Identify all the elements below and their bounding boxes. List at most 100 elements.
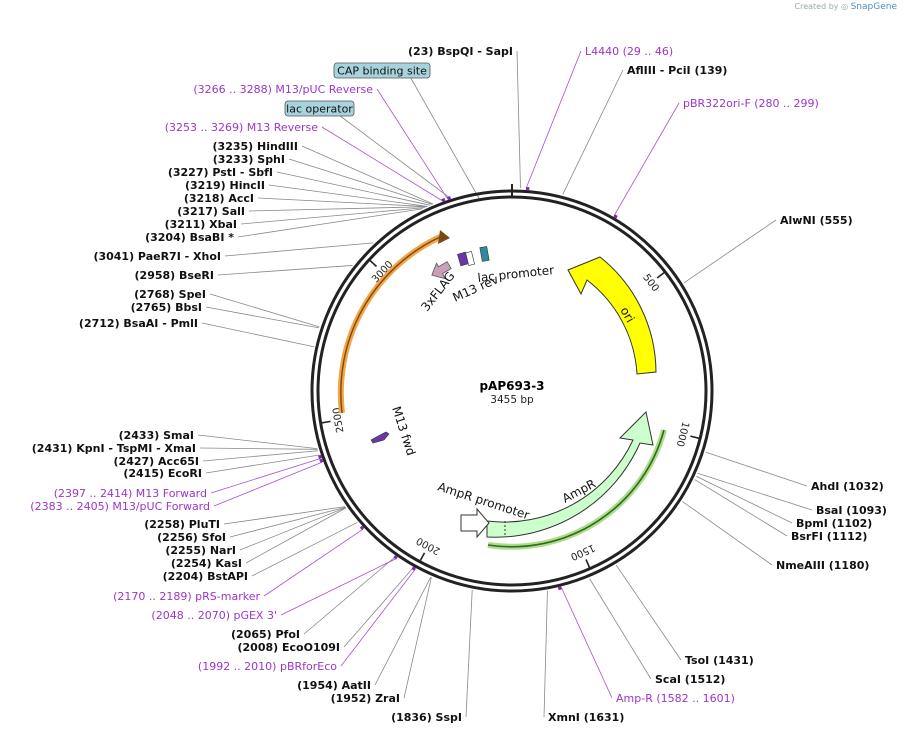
sfoi-leader (229, 506, 346, 538)
credit-brand: SnapGene (850, 2, 897, 12)
enzyme-zrai[interactable]: (1952) ZraI (331, 692, 400, 705)
enzyme-xbai[interactable]: (3211) XbaI (165, 218, 237, 231)
pgex3-leader (280, 557, 398, 616)
enzyme-bsrfi[interactable]: BsrFI (1112) (791, 530, 867, 543)
prs-marker-leader (263, 528, 364, 597)
lac-operator-box[interactable] (284, 100, 355, 117)
scai-leader (589, 578, 652, 680)
ampr-feature[interactable] (486, 410, 654, 538)
enzyme-bsabi[interactable]: (3204) BsaBI * (145, 231, 234, 244)
bsabi-leader (237, 208, 423, 238)
enzyme-acci[interactable]: (3218) AccI (184, 192, 254, 205)
afliii-leader (562, 69, 624, 195)
lac-operator-feature[interactable] (465, 251, 475, 266)
enzyme-pluti[interactable]: (2258) PluTI (144, 518, 220, 531)
smai-leader (197, 434, 318, 450)
enzyme-kasi[interactable]: (2254) KasI (171, 557, 242, 570)
enzyme-sspi[interactable]: (1836) SspI (391, 711, 462, 724)
tick-line (585, 559, 591, 569)
enzyme-afliii[interactable]: AflIII - PciI (139) (627, 64, 727, 77)
tsoi-leader (615, 564, 682, 661)
primer-prs-marker[interactable]: (2170 .. 2189) pRS-marker (113, 590, 260, 603)
enzyme-pfoi[interactable]: (2065) PfoI (231, 628, 300, 641)
enzyme-bbsi[interactable]: (2765) BbsI (131, 301, 202, 314)
primer-m13-fwd[interactable]: (2397 .. 2414) M13 Forward (54, 487, 207, 500)
primer-pbrforeco[interactable]: (1992 .. 2010) pBRforEco (198, 660, 337, 673)
tick-label: 2000 (415, 534, 443, 556)
enzyme-ahdi[interactable]: AhdI (1032) (811, 480, 884, 493)
enzyme-bpmi[interactable]: BpmI (1102) (796, 517, 872, 530)
bstapi-leader (251, 522, 358, 577)
spei-leader (209, 293, 320, 328)
enzyme-sfoi[interactable]: (2256) SfoI (157, 531, 226, 544)
enzyme-alwni[interactable]: AlwNI (555) (780, 214, 853, 227)
ampr-promoter-feature[interactable] (460, 507, 490, 539)
lac-operator-label: lac operator (286, 103, 353, 116)
bsrfi-leader (694, 479, 788, 537)
enzyme-hindiii[interactable]: (3235) HindIII (213, 140, 298, 153)
enzyme-bspqi[interactable]: (23) BspQI - SapI (408, 45, 513, 58)
enzyme-sali[interactable]: (3217) SalI (177, 205, 245, 218)
m13-fwd-label: M13 fwd (389, 405, 418, 458)
primer-l4440[interactable]: L4440 (29 .. 46) (585, 45, 673, 58)
amp-r-leader (561, 587, 613, 699)
primer-pgex3[interactable]: (2048 .. 2070) pGEX 3' (151, 609, 277, 622)
tick-label: 1500 (569, 542, 597, 562)
enzyme-psti[interactable]: (3227) PstI - SbfI (168, 166, 273, 179)
enzyme-pmli[interactable]: (2712) BsaAI - PmlI (79, 317, 198, 330)
ampr-track (487, 429, 665, 548)
enzyme-hincii[interactable]: (3219) HincII (185, 179, 265, 192)
enzyme-aatii[interactable]: (1954) AatII (297, 679, 371, 692)
enzyme-kpni[interactable]: (2431) KpnI - TspMI - XmaI (32, 442, 196, 455)
primer-mark-m13-rev (441, 197, 446, 202)
enzyme-spei[interactable]: (2768) SpeI (134, 288, 206, 301)
primer-amp-r[interactable]: Amp-R (1582 .. 1601) (616, 692, 735, 705)
enzyme-nari[interactable]: (2255) NarI (165, 544, 236, 557)
primer-mark-m13-fwd (318, 454, 322, 459)
bspqi-leader (516, 50, 521, 189)
enzyme-ecori[interactable]: (2415) EcoRI (123, 467, 202, 480)
acc65i-leader (202, 450, 319, 462)
primer-m13puc-rev[interactable]: (3266 .. 3288) M13/pUC Reverse (193, 83, 373, 96)
enzyme-xmni[interactable]: XmnI (1631) (548, 711, 624, 724)
snapgene-logo-icon: ◎ (841, 2, 849, 11)
enzyme-nmeaiii[interactable]: NmeAIII (1180) (776, 559, 869, 572)
ecoo109i-leader (343, 567, 414, 648)
bseri-leader (217, 265, 353, 276)
cap-site-label: CAP binding site (337, 65, 427, 78)
pbr322ori-leader (613, 102, 680, 216)
ampr-promoter-label: AmpR promoter (436, 480, 531, 523)
enzyme-bseri[interactable]: (2958) BseRI (135, 269, 214, 282)
enzyme-xhoi[interactable]: (3041) PaeR7I - XhoI (93, 250, 221, 263)
xmni-leader (543, 590, 548, 718)
primer-m13-rev[interactable]: (3253 .. 3269) M13 Reverse (165, 121, 318, 134)
primer-m13puc-fwd[interactable]: (2383 .. 2405) M13/pUC Forward (30, 500, 210, 513)
cap-site-feature[interactable] (479, 246, 490, 262)
cap-site-leader (410, 77, 481, 201)
m13-fwd-leader (210, 458, 321, 494)
enzyme-ecoo109i[interactable]: (2008) EcoO109I (238, 641, 341, 654)
zrai-leader (403, 577, 432, 699)
ori-feature[interactable] (567, 256, 657, 375)
tick-label: 2500 (331, 407, 346, 434)
primer-pbr322ori[interactable]: pBR322ori-F (280 .. 299) (683, 97, 819, 110)
enzyme-tsoi[interactable]: TsoI (1431) (685, 654, 754, 667)
enzyme-scai[interactable]: ScaI (1512) (655, 673, 725, 686)
alwni-leader (683, 219, 777, 284)
m13-fwd-feature[interactable] (370, 431, 390, 444)
enzyme-sphi[interactable]: (3233) SphI (213, 153, 285, 166)
enzyme-bsai[interactable]: BsaI (1093) (816, 504, 887, 517)
ori-label: ori (617, 305, 637, 326)
leader-lines (197, 50, 813, 718)
tick-label: 500 (640, 272, 660, 294)
bpmi-leader (696, 475, 793, 524)
bbsi-leader (205, 306, 320, 329)
primer-mark-m13puc-rev (446, 196, 452, 200)
enzyme-acc65i[interactable]: (2427) Acc65I (114, 455, 199, 468)
enzyme-smai[interactable]: (2433) SmaI (119, 429, 194, 442)
credit-prefix: Created by (794, 2, 839, 11)
cap-site-box[interactable] (333, 62, 431, 79)
xhoi-leader (224, 242, 374, 257)
enzyme-bstapi[interactable]: (2204) BstAPI (163, 570, 248, 583)
flag-feature[interactable] (428, 258, 454, 284)
